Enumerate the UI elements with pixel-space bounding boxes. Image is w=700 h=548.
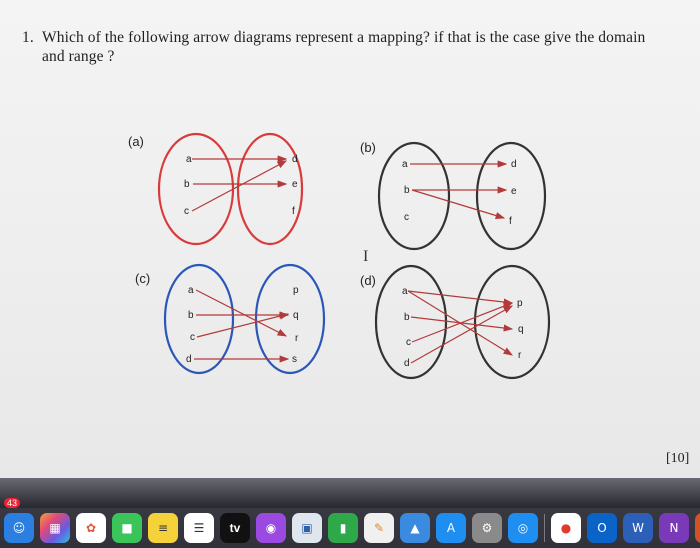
marks-label: [10] <box>666 451 690 466</box>
diagram-c-codomain-q: q <box>293 310 299 321</box>
diagram-d: a b c d p q r <box>374 264 551 380</box>
app-store-icon[interactable]: A <box>436 513 466 543</box>
diagram-c-codomain-s: s <box>292 354 297 365</box>
pages-icon[interactable]: ✎ <box>364 513 394 543</box>
powerpoint-icon[interactable]: P <box>695 513 700 543</box>
diagram-c-codomain-p: p <box>293 285 299 296</box>
diagram-c: a b c d p q r s <box>163 263 326 375</box>
diagram-a-domain-oval <box>157 132 235 246</box>
diagram-d-codomain-r: r <box>518 350 522 361</box>
diagram-b-arrow-b-f <box>411 189 506 219</box>
diagram-a-codomain-d: d <box>292 154 298 165</box>
diagram-b-domain-a: a <box>402 159 408 170</box>
diagram-d-domain-c: c <box>406 337 411 348</box>
chrome-icon[interactable]: ● <box>551 513 581 543</box>
diagram-d-codomain-p: p <box>517 298 523 309</box>
facetime-icon[interactable]: ■ <box>112 513 142 543</box>
diagram-d-codomain-q: q <box>518 324 524 335</box>
text-cursor-icon: I <box>363 248 369 265</box>
notes-icon[interactable]: ≡ <box>148 513 178 543</box>
word-icon[interactable]: W <box>623 513 653 543</box>
diagram-d-codomain-oval <box>473 264 551 380</box>
diagram-b: a b c d e f <box>377 141 547 251</box>
diagram-a-domain-c: c <box>184 206 189 217</box>
diagram-b-domain-b: b <box>404 185 410 196</box>
diagram-d-arrow-d-p <box>410 305 514 364</box>
question-text: 1. Which of the following arrow diagrams … <box>22 28 662 66</box>
diagram-b-codomain-e: e <box>511 186 517 197</box>
question-line-1: Which of the following arrow diagrams re… <box>42 29 646 46</box>
diagram-b-codomain-f: f <box>509 216 512 227</box>
diagram-b-codomain-d: d <box>511 159 517 170</box>
diagram-a-domain-b: b <box>184 179 190 190</box>
diagram-b-codomain-oval <box>475 141 547 251</box>
onenote-icon[interactable]: N <box>659 513 689 543</box>
diagram-a: a b c d e f <box>157 132 304 246</box>
diagram-d-domain-d: d <box>404 358 410 369</box>
preview-icon[interactable]: ▣ <box>292 513 322 543</box>
diagram-d-arrow-a-p <box>407 290 514 306</box>
diagram-c-domain-b: b <box>188 310 194 321</box>
diagram-a-codomain-e: e <box>292 179 298 190</box>
diagram-a-domain-a: a <box>186 154 192 165</box>
numbers-icon[interactable]: ▮ <box>328 513 358 543</box>
diagram-c-arrow-a-r <box>195 289 288 337</box>
diagram-b-label: (b) <box>360 140 376 155</box>
diagram-d-domain-oval <box>374 264 448 380</box>
diagram-c-domain-d: d <box>186 354 192 365</box>
podcasts-icon[interactable]: ◉ <box>256 513 286 543</box>
diagram-a-label: (a) <box>128 134 144 149</box>
dock-separator <box>544 514 545 542</box>
diagram-b-domain-c: c <box>404 212 409 223</box>
macos-dock: ☺ ▦ ✿ ■ ≡ ☰ tv ◉ ▣ ▮ ✎ ▲ A ⚙ ◎ ● O W N P <box>0 508 700 548</box>
diagram-c-arrow-c-q <box>196 312 290 338</box>
diagram-d-domain-a: a <box>402 286 408 297</box>
reminders-icon[interactable]: ☰ <box>184 513 214 543</box>
diagram-a-arrow-c-d <box>191 160 288 212</box>
photos-icon[interactable]: ✿ <box>76 513 106 543</box>
diagram-a-codomain-f: f <box>292 206 295 217</box>
finder-icon[interactable]: ☺ <box>4 513 34 543</box>
diagram-d-label: (d) <box>360 273 376 288</box>
diagram-a-codomain-oval <box>236 132 304 246</box>
diagram-d-domain-b: b <box>404 312 410 323</box>
diagram-c-codomain-oval <box>254 263 326 375</box>
diagram-c-domain-c: c <box>190 332 195 343</box>
system-preferences-icon[interactable]: ⚙ <box>472 513 502 543</box>
macos-dock-area: 43 ☺ ▦ ✿ ■ ≡ ☰ tv ◉ ▣ ▮ ✎ ▲ A ⚙ ◎ ● O W … <box>0 478 700 548</box>
diagram-c-codomain-r: r <box>295 333 299 344</box>
apple-tv-label: tv <box>229 521 241 535</box>
safari-icon[interactable]: ◎ <box>508 513 538 543</box>
diagram-c-label: (c) <box>135 271 150 286</box>
arrow-diagrams: (a) a b c d e f (b) a b c d e f (c) a b … <box>128 132 551 380</box>
question-number: 1. <box>22 29 34 46</box>
diagram-d-arrow-c-p <box>411 302 514 343</box>
diagram-c-domain-oval <box>163 263 235 375</box>
diagram-c-domain-a: a <box>188 285 194 296</box>
outlook-icon[interactable]: O <box>587 513 617 543</box>
diagram-b-domain-oval <box>377 141 451 251</box>
notification-badge: 43 <box>4 498 21 508</box>
keynote-icon[interactable]: ▲ <box>400 513 430 543</box>
apple-tv-icon[interactable]: tv <box>220 513 250 543</box>
launchpad-icon[interactable]: ▦ <box>40 513 70 543</box>
question-line-2: and range ? <box>42 48 115 65</box>
